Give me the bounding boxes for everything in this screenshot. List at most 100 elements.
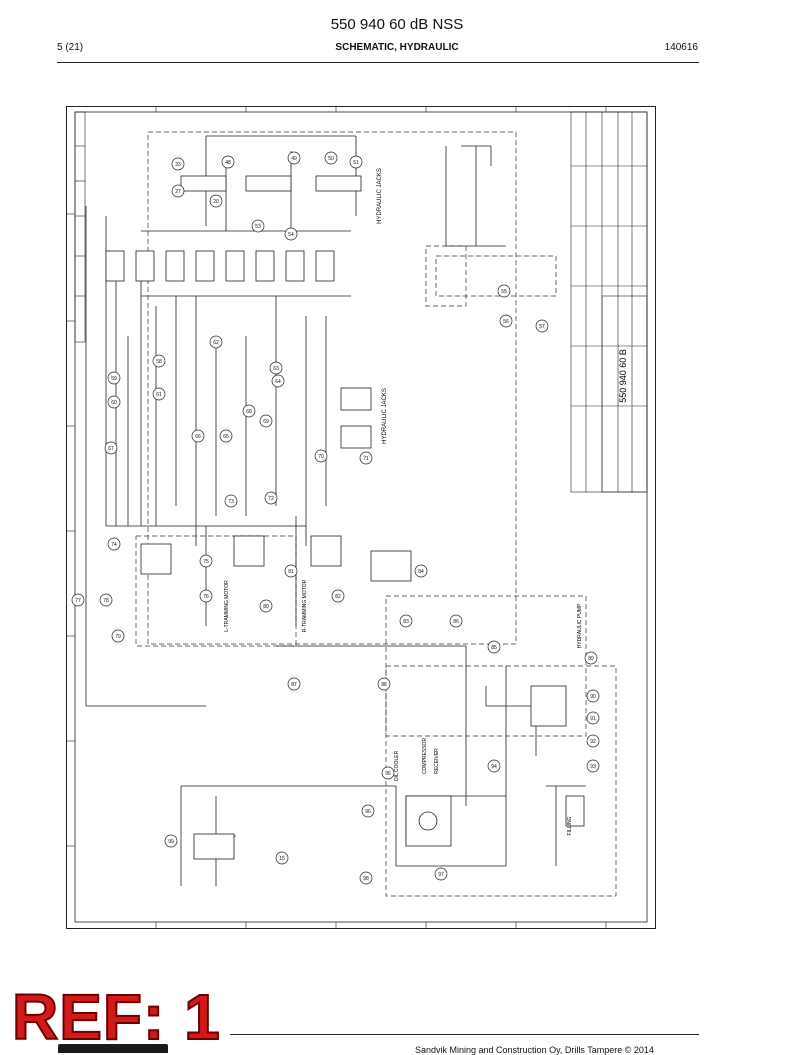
- header-rule: [57, 62, 699, 63]
- callout-number: 23: [175, 162, 181, 168]
- callout-number: 99: [168, 839, 174, 845]
- callout-number: 27: [175, 189, 181, 195]
- callout-number: 90: [590, 694, 596, 700]
- callout-marker: [487, 759, 501, 773]
- callout-number: 83: [403, 619, 409, 625]
- footer-copyright: Sandvik Mining and Construction Oy, Dril…: [415, 1045, 654, 1055]
- callout-marker: [497, 284, 511, 298]
- callout-number: 84: [418, 569, 424, 575]
- section-title: SCHEMATIC, HYDRAULIC: [335, 42, 459, 53]
- label-filling: FILLING: [567, 816, 573, 835]
- callout-number: 75: [203, 559, 209, 565]
- callout-marker: [359, 871, 373, 885]
- callout-marker: [284, 564, 298, 578]
- callout-number: 50: [328, 156, 334, 162]
- callout-marker: [251, 219, 265, 233]
- callout-number: 71: [363, 456, 369, 462]
- callout-marker: [111, 629, 125, 643]
- callout-number: 91: [590, 716, 596, 722]
- callout-number: 68: [246, 409, 252, 415]
- callout-number: 72: [268, 496, 274, 502]
- callout-number: 85: [491, 645, 497, 651]
- callout-number: 60: [111, 400, 117, 406]
- callout-number: 89: [588, 656, 594, 662]
- callout-marker: [221, 155, 235, 169]
- callout-number: 61: [156, 392, 162, 398]
- callout-marker: [209, 194, 223, 208]
- callout-marker: [287, 151, 301, 165]
- callout-marker: [269, 361, 283, 375]
- callout-number: 62: [213, 340, 219, 346]
- callout-marker: [199, 589, 213, 603]
- document-code: 140616: [664, 42, 698, 53]
- callout-number: 20: [213, 199, 219, 205]
- callout-marker: [314, 449, 328, 463]
- callout-number: 97: [438, 872, 444, 878]
- callout-number: 73: [228, 499, 234, 505]
- callout-number: 82: [335, 594, 341, 600]
- label-receiver: RECEIVER: [434, 748, 440, 774]
- callout-marker: [275, 851, 289, 865]
- callout-number: 87: [291, 682, 297, 688]
- callout-marker: [361, 804, 375, 818]
- callout-marker: [381, 766, 395, 780]
- callout-marker: [499, 314, 513, 328]
- document-title: 550 940 60 dB NSS: [330, 16, 464, 33]
- callout-number: 81: [288, 569, 294, 575]
- callout-number: 78: [103, 598, 109, 604]
- callout-number: 86: [453, 619, 459, 625]
- callout-number: 57: [539, 324, 545, 330]
- callout-marker: [242, 404, 256, 418]
- callout-marker: [152, 354, 166, 368]
- label-hydraulic-pump: HYDRAULIC PUMP: [577, 603, 583, 648]
- callout-number: 58: [156, 359, 162, 365]
- callout-marker: [287, 677, 301, 691]
- hydraulic-jacks-mid: [340, 387, 372, 449]
- callout-marker: [107, 371, 121, 385]
- revision-strip: [74, 111, 86, 343]
- grid-ticks: [66, 106, 607, 929]
- callout-marker: [171, 157, 185, 171]
- callout-number: 53: [255, 224, 261, 230]
- callout-marker: [71, 593, 85, 607]
- callout-number: 64: [275, 379, 281, 385]
- drawing-frame: [66, 106, 656, 929]
- callout-marker: [331, 589, 345, 603]
- ref-stamp: REF: 1: [11, 981, 221, 1053]
- callout-marker: [259, 414, 273, 428]
- callout-number: 56: [503, 319, 509, 325]
- callout-number: 98: [363, 876, 369, 882]
- callout-marker: [284, 227, 298, 241]
- callout-marker: [399, 614, 413, 628]
- callout-marker: [586, 759, 600, 773]
- connector-block: [193, 833, 235, 860]
- callout-number: 88: [381, 682, 387, 688]
- callout-number: 94: [491, 764, 497, 770]
- callout-marker: [377, 677, 391, 691]
- callout-marker: [324, 151, 338, 165]
- page-number: 5 (21): [57, 42, 84, 53]
- valve-bank: [105, 250, 335, 282]
- callout-marker: [199, 554, 213, 568]
- callout-marker: [586, 689, 600, 703]
- callout-number: 63: [273, 366, 279, 372]
- callout-number: 69: [263, 419, 269, 425]
- callout-marker: [171, 184, 185, 198]
- callout-marker: [209, 335, 223, 349]
- footer-rule: [230, 1034, 699, 1035]
- drawing-inner-border: [74, 111, 648, 923]
- hydraulic-schematic: 550 940 60 B: [66, 106, 656, 929]
- callout-number: 59: [111, 376, 117, 382]
- callout-numbers: 23 27 48 49 50 51 20 53 54 55 56 57 58 5…: [75, 156, 596, 882]
- label-compressor: COMPRESSOR: [422, 738, 428, 775]
- tramming-motors: [140, 535, 412, 582]
- sandvik-logo: [58, 1044, 168, 1053]
- callout-number: 76: [203, 594, 209, 600]
- callout-marker: [107, 537, 121, 551]
- callout-marker: [271, 374, 285, 388]
- callout-number: 67: [108, 446, 114, 452]
- callout-marker: [191, 429, 205, 443]
- callout-number: 95: [385, 771, 391, 777]
- hydraulic-jacks-top: [180, 175, 362, 192]
- callout-marker: [104, 441, 118, 455]
